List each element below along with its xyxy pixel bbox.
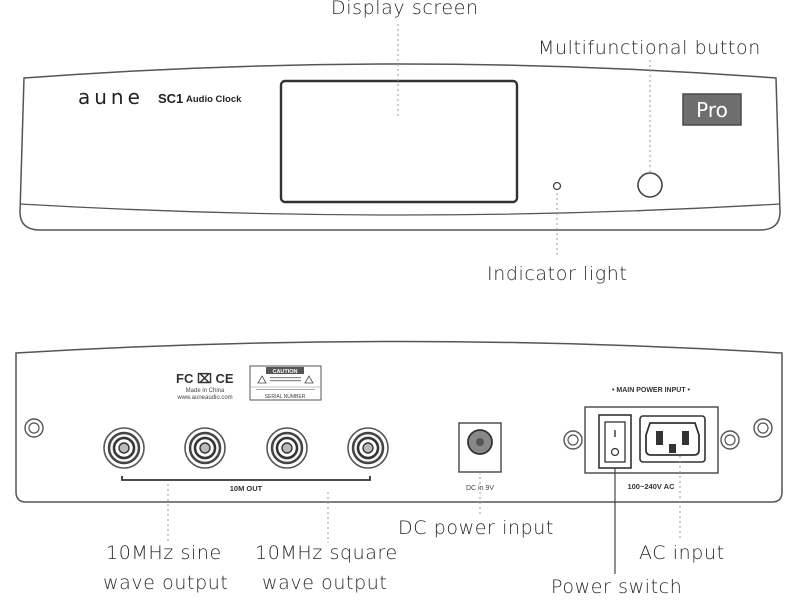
callout-sine-line-2: wave output <box>103 572 229 594</box>
website: www.auneaudio.com <box>176 395 232 401</box>
callout-square-line-1: 10MHz square <box>255 542 398 564</box>
output-label: 10M OUT <box>230 484 263 493</box>
output-bracket <box>121 476 371 481</box>
made-in-china: Made in China <box>186 388 225 394</box>
iec-ac-socket <box>639 415 706 463</box>
module-screw-right <box>720 430 740 450</box>
callout-ac-input: AC input <box>639 542 725 564</box>
right-screw <box>753 418 773 438</box>
callout-multifunctional-button: Multifunctional button <box>538 37 761 59</box>
main-power-label: • MAIN POWER INPUT • <box>612 387 691 394</box>
rca-output-1 <box>102 426 146 470</box>
module-screw-left <box>563 430 583 450</box>
front-panel: aune SC1 Audio Clock Pro <box>19 63 781 231</box>
callout-square-line-2: wave output <box>262 572 388 594</box>
product-name: Audio Clock <box>186 94 242 105</box>
left-screw <box>24 418 44 438</box>
callout-display-screen: Display screen <box>331 0 479 19</box>
rca-output-4 <box>346 426 390 470</box>
pro-badge <box>682 93 742 126</box>
indicator-light <box>552 181 562 191</box>
brand-logo: aune <box>78 85 144 109</box>
callout-sine-line-1: 10MHz sine <box>106 542 222 564</box>
power-switch[interactable] <box>598 414 632 469</box>
rca-output-2 <box>183 426 227 470</box>
rear-panel: FC ⌧ CE Made in China www.auneaudio.com … <box>15 340 783 503</box>
caution-title: CAUTION <box>272 369 297 375</box>
callout-indicator-light: Indicator light <box>487 263 628 285</box>
voltage-label: 100~240V AC <box>627 482 675 491</box>
leader-lines <box>167 24 681 543</box>
dc-jack-pin <box>476 438 484 446</box>
display-screen <box>279 79 519 204</box>
serial-number-label: SERIAL NUMBER <box>265 394 306 400</box>
callout-power-switch: Power switch <box>551 576 683 598</box>
certification-marks: FC ⌧ CE <box>176 371 234 386</box>
rca-output-3 <box>265 426 309 470</box>
caution-label: CAUTION SERIAL NUMBER <box>249 365 322 401</box>
model-name: SC1 <box>158 91 183 106</box>
multifunctional-button[interactable] <box>637 172 663 198</box>
pro-badge-text: Pro <box>696 98 728 122</box>
front-panel-lower-edge <box>19 203 781 216</box>
callout-dc-power-input: DC power input <box>398 517 554 539</box>
